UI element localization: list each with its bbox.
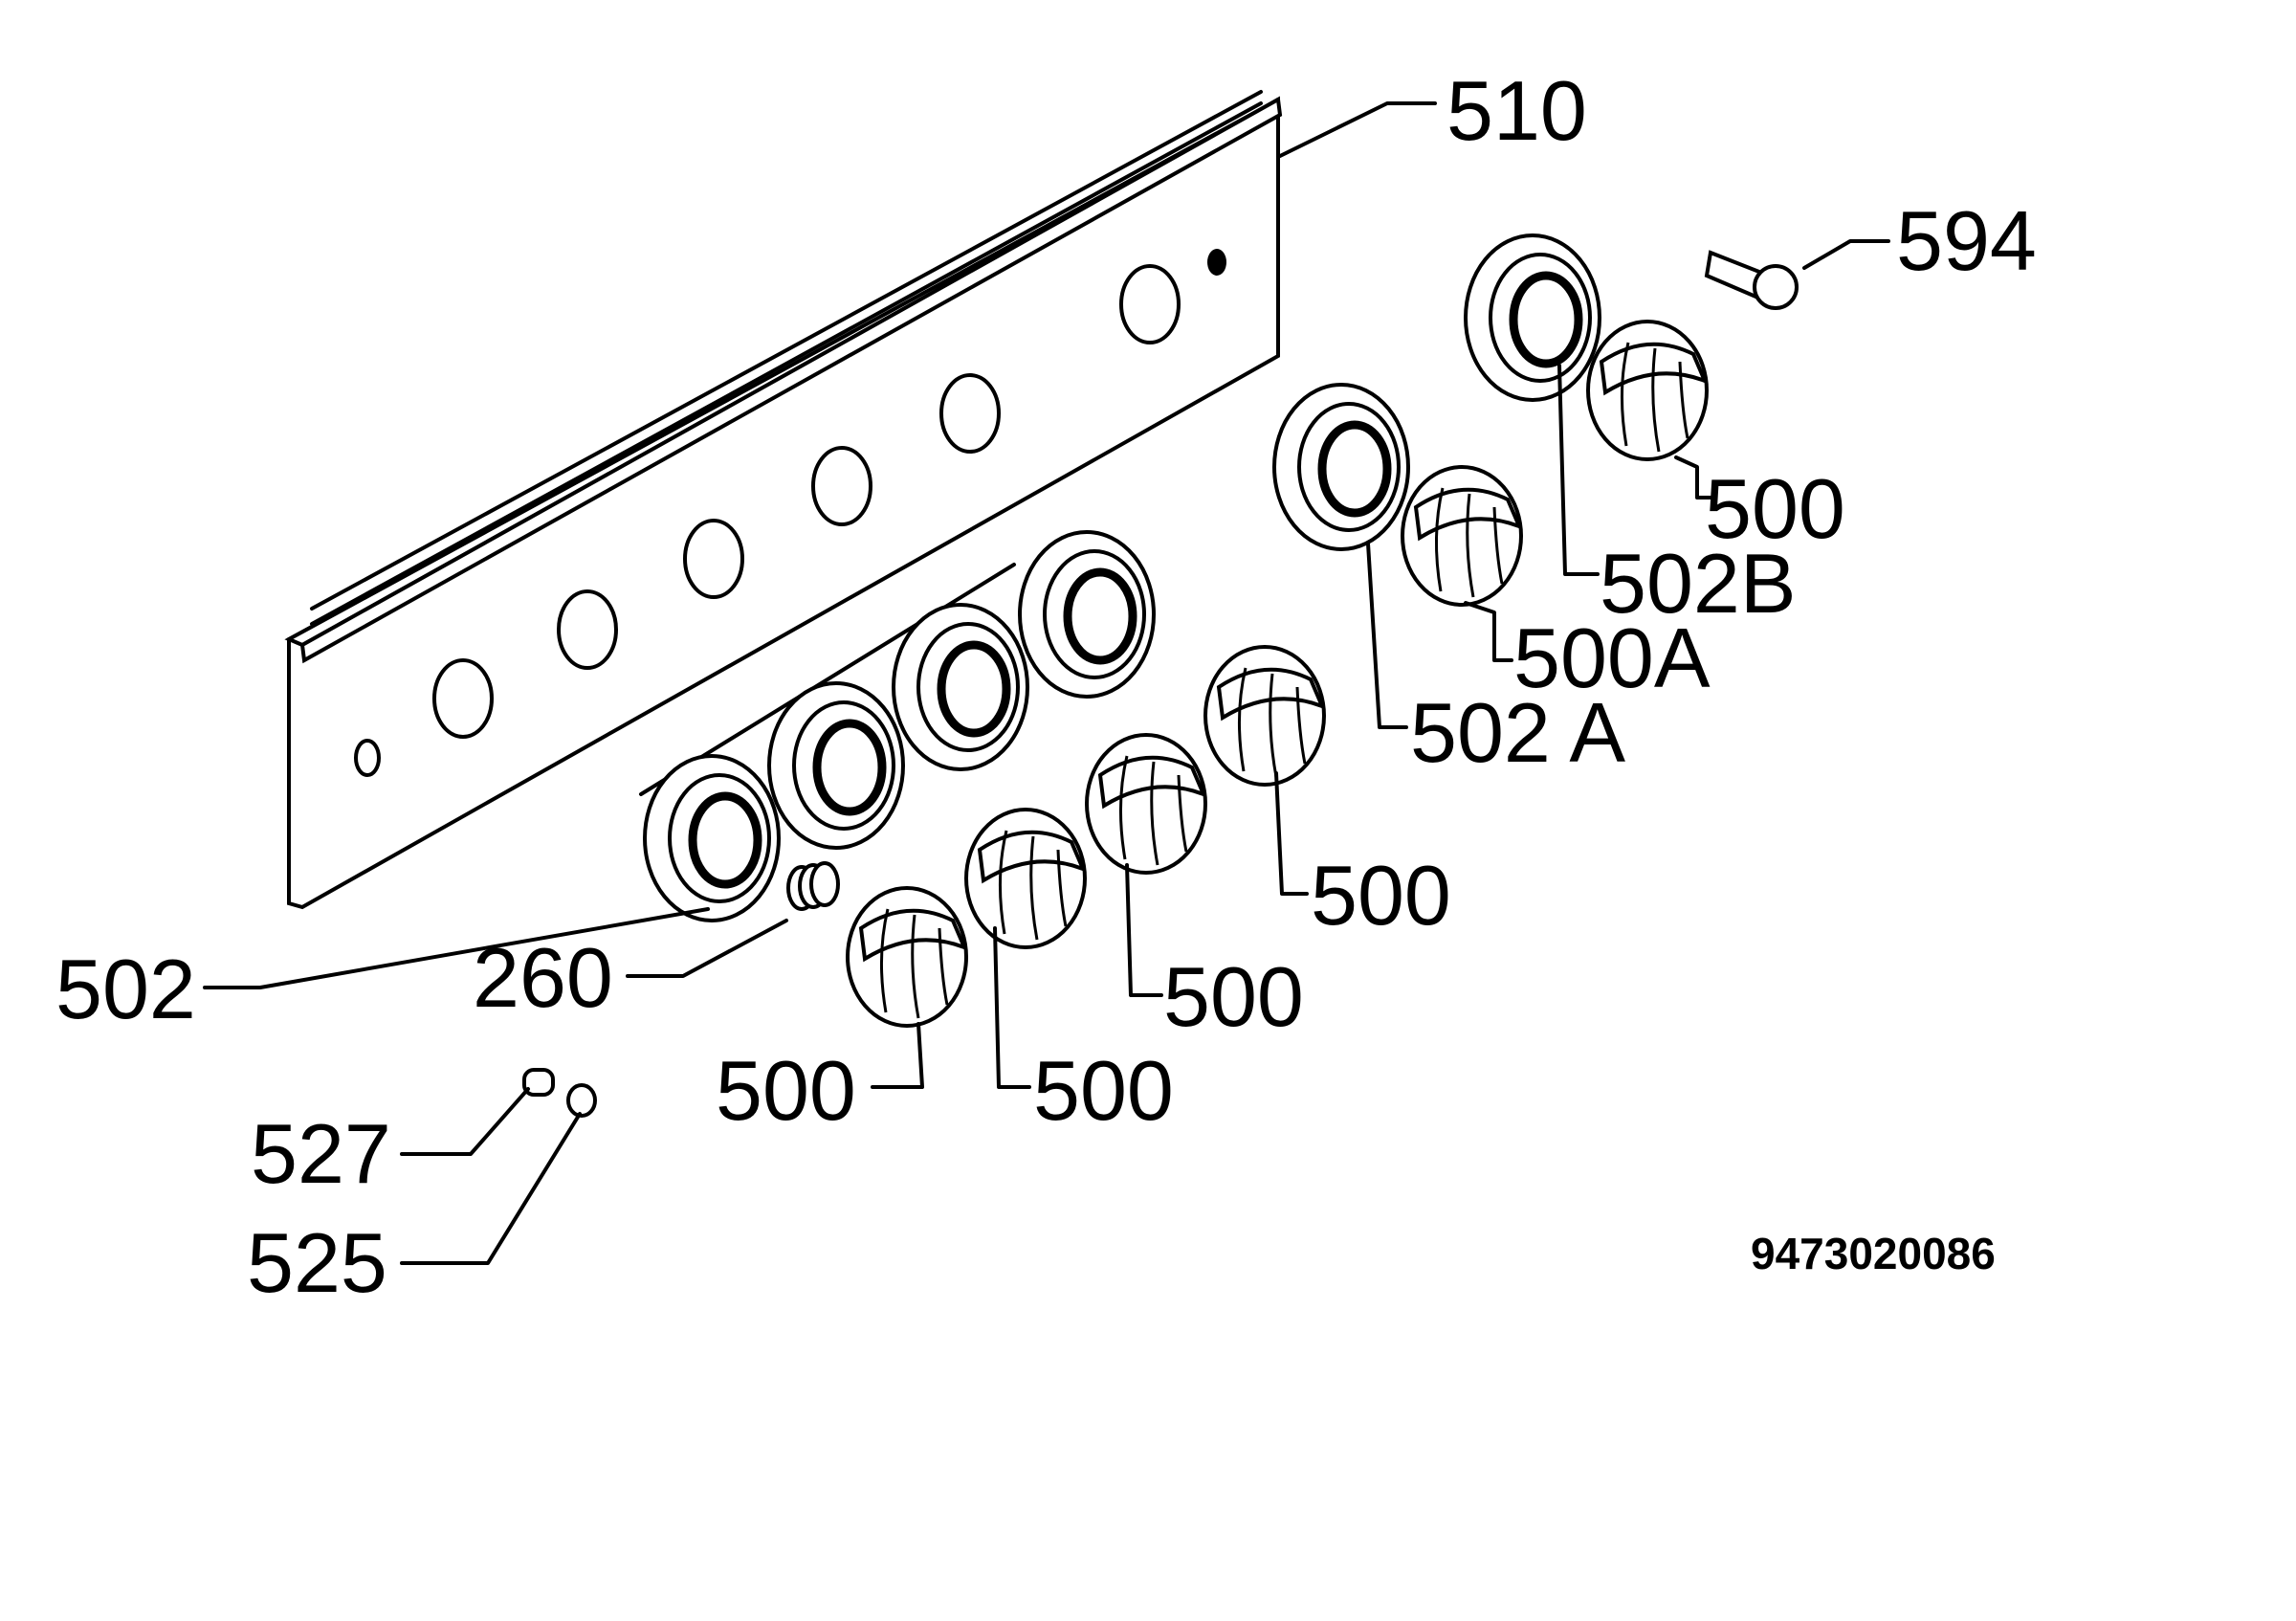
callout-510: 510	[1446, 63, 1587, 158]
control-knob-500-top	[1586, 320, 1709, 461]
drawing-number: 9473020086	[1751, 1229, 1996, 1278]
control-knob-500A	[1401, 465, 1523, 607]
callout-260: 260	[473, 930, 613, 1025]
leader-lines	[203, 101, 1890, 1265]
control-panel-510	[284, 90, 1283, 910]
cap-527	[522, 1068, 555, 1097]
callout-500A: 500A	[1513, 611, 1711, 705]
callout-527: 527	[251, 1106, 391, 1201]
spring-260	[786, 861, 840, 911]
callout-500-mid: 500	[1163, 949, 1304, 1044]
callout-502B: 502B	[1600, 536, 1797, 631]
bezel-ring-502A	[1274, 385, 1408, 549]
callout-525: 525	[247, 1215, 387, 1310]
callout-502: 502	[55, 942, 196, 1036]
cap-525	[566, 1083, 597, 1118]
callout-594: 594	[1896, 193, 2037, 288]
callout-500-right: 500	[1311, 848, 1451, 943]
callout-502A: 502 A	[1410, 685, 1625, 780]
callout-labels: 510 594 500 502B 500A 502 A 500 500 500 …	[55, 63, 2037, 1310]
callout-500-top: 500	[1705, 461, 1845, 556]
callout-500-bottom-left: 500	[716, 1043, 856, 1138]
indicator-lamp-594	[1704, 250, 1799, 310]
callout-500-bottom-right: 500	[1033, 1043, 1174, 1138]
bezel-ring-row-502	[639, 532, 1154, 921]
bezel-ring-502B	[1466, 235, 1600, 400]
